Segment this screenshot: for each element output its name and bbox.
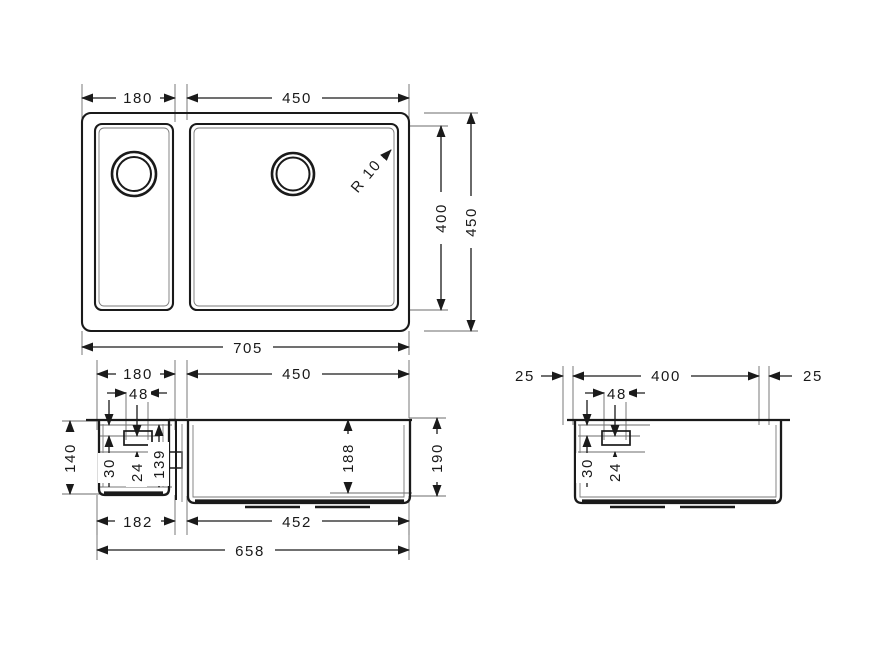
dim-label-190: 190 (429, 443, 446, 473)
dim-label-180-top: 180 (123, 90, 153, 107)
front-elevation-dimension-labels: 180 450 48 140 30 24 139 188 190 (59, 362, 447, 560)
dim-label-658: 658 (235, 543, 265, 560)
dim-label-450-depth: 450 (463, 207, 480, 237)
dim-label-400-side: 400 (651, 368, 681, 385)
dim-label-25-left: 25 (515, 368, 535, 385)
dim-label-30-front: 30 (101, 458, 118, 478)
dim-label-139: 139 (151, 449, 168, 479)
dim-label-182: 182 (123, 514, 153, 531)
dim-label-450-front: 450 (282, 366, 312, 383)
dim-label-24-side: 24 (607, 462, 624, 482)
dim-label-140: 140 (62, 443, 79, 473)
dim-label-452: 452 (282, 514, 312, 531)
top-view-outline (80, 111, 411, 333)
dim-label-450-top: 450 (282, 90, 312, 107)
dim-label-30-side: 30 (579, 458, 596, 478)
front-elevation-outline (86, 418, 412, 509)
dim-label-48-side: 48 (607, 386, 627, 403)
dim-label-25-right: 25 (803, 368, 823, 385)
dim-label-180-front: 180 (123, 366, 153, 383)
side-elevation-dimension-labels: 25 400 25 48 30 24 (509, 364, 829, 487)
side-elevation-outline (567, 418, 790, 509)
dim-label-24-front: 24 (129, 462, 146, 482)
dim-label-705: 705 (233, 340, 263, 357)
dim-label-48-front: 48 (129, 386, 149, 403)
dim-label-400-top: 400 (433, 203, 450, 233)
top-view-dimension-labels: 180 450 705 400 450 R 10 (116, 86, 481, 357)
dim-label-188: 188 (340, 443, 357, 473)
